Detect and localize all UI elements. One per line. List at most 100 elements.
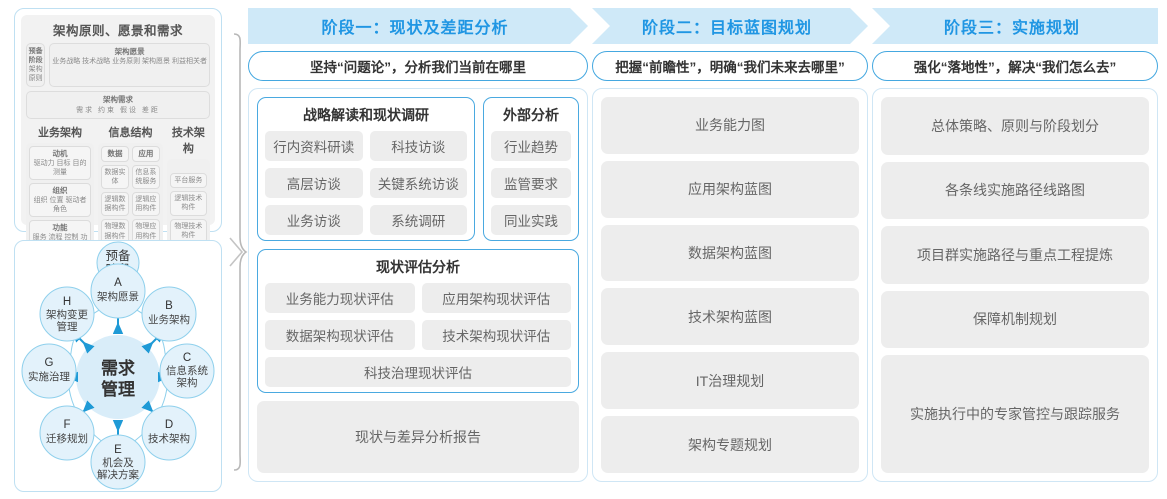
chip-item[interactable]: 技术架构现状评估 (421, 320, 571, 350)
adm-node-h (39, 286, 95, 342)
togaf-requirements-cell: 架构需求 需求 约束 假设 差距 (26, 91, 210, 120)
chip-item[interactable]: 数据架构现状评估 (265, 320, 415, 350)
phase-3-item[interactable]: 实施执行中的专家管控与跟踪服务 (881, 355, 1149, 473)
togaf-requirements-items: 需求 约束 假设 差距 (76, 106, 160, 114)
adm-cycle-svg: 预备 阶段 需求 管理 (21, 241, 215, 490)
phase-2-subtitle: 把握“前瞻性”，明确“我们未来去哪里” (592, 51, 868, 81)
togaf-group-title: 动机 (52, 149, 68, 159)
phase-3-item[interactable]: 保障机制规划 (881, 290, 1149, 349)
phase-2-item[interactable]: 架构专题规划 (601, 416, 859, 473)
togaf-data-item: 数据实体 (101, 165, 129, 190)
external-analysis-card: 外部分析 行业趋势 监管要求 同业实践 (483, 97, 579, 241)
phase-2-body: 业务能力图 应用架构蓝图 数据架构蓝图 技术架构蓝图 IT治理规划 架构专题规划 (592, 88, 868, 482)
phase-2-item[interactable]: 应用架构蓝图 (601, 160, 859, 218)
chip-item[interactable]: 科技治理现状评估 (265, 357, 571, 387)
phase-2-banner-label: 阶段二：目标蓝图规划 (641, 20, 812, 37)
adm-node-a-label: 架构愿景 (97, 290, 139, 303)
chip-item[interactable]: 科技访谈 (369, 131, 467, 161)
phase-2-banner-shape (592, 8, 868, 44)
togaf-business-group-organization: 组织 组织 位置 驱动者 角色 (29, 183, 92, 218)
togaf-preliminary-items: 架构原则 (28, 66, 43, 83)
chip-item[interactable]: 高层访谈 (265, 168, 363, 198)
phase-1: 阶段一：现状及差距分析 坚持“问题论”，分析我们当前在哪里 战略解读和现状调研 … (248, 8, 588, 482)
togaf-info-subcolumn-application: 应用 信息系统服务 逻辑应用构件 物理应用构件 (131, 146, 160, 244)
togaf-group-items: 驱动力 目标 目的 测量 (33, 160, 87, 177)
adm-node-f-key: F (63, 419, 70, 431)
chip-row: 业务能力现状评估 应用架构现状评估 (265, 283, 571, 313)
chip-row: 业务访谈 系统调研 (265, 205, 467, 235)
connector-brace (222, 32, 248, 472)
chip-item[interactable]: 行业趋势 (491, 131, 571, 161)
adm-node-e (90, 434, 146, 490)
adm-center-requirements-management (76, 335, 160, 419)
adm-node-d-key: D (165, 419, 173, 431)
togaf-item-label: 逻辑应用构件 (135, 196, 157, 213)
left-column: 架构原则、愿景和需求 预备阶段 架构原则 架构愿景 业务战略 技术战略 业务原则… (14, 8, 222, 492)
strategy-research-card: 战略解读和现状调研 行内资料研读 科技访谈 高层访谈 关键系统访谈 业务访谈 系… (257, 97, 475, 241)
phase-3-item[interactable]: 总体策略、原则与阶段划分 (881, 97, 1149, 155)
phase-3-subtitle: 强化“落地性”，解决“我们怎么去” (872, 51, 1158, 81)
chip-row: 行内资料研读 科技访谈 (265, 131, 467, 161)
togaf-data-item: 物理数据构件 (101, 219, 129, 244)
chip-item[interactable]: 系统调研 (369, 205, 467, 235)
adm-node-e-key: E (114, 444, 122, 456)
adm-node-d (141, 405, 197, 461)
phase-2-item[interactable]: 业务能力图 (601, 97, 859, 154)
gap-analysis-report-chip[interactable]: 现状与差异分析报告 (257, 401, 579, 473)
chip-item[interactable]: 行内资料研读 (265, 131, 363, 161)
adm-node-g-key: G (45, 357, 54, 369)
phase-2-item[interactable]: 技术架构蓝图 (601, 288, 859, 346)
chip-item[interactable]: 业务访谈 (265, 205, 363, 235)
chip-item[interactable]: 业务能力现状评估 (265, 283, 415, 313)
phase-2-item[interactable]: IT治理规划 (601, 352, 859, 410)
togaf-column-technology: 技术架构 平台服务 逻辑技术构件 物理技术构件 (166, 124, 210, 257)
adm-node-d-label: 技术架构 (148, 432, 190, 445)
togaf-subcolumn-title: 应用 (138, 149, 154, 159)
togaf-three-columns: 业务架构 动机 驱动力 目标 目的 测量 组织 组织 位置 驱动者 角色 (26, 124, 210, 258)
adm-node-a-key: A (114, 277, 122, 289)
phase-2: 阶段二：目标蓝图规划 把握“前瞻性”，明确“我们未来去哪里” 业务能力图 应用架… (592, 8, 868, 482)
phase-2-item[interactable]: 数据架构蓝图 (601, 224, 859, 282)
chip-item[interactable]: 应用架构现状评估 (421, 283, 571, 313)
togaf-item-label: 平台服务 (174, 177, 203, 185)
adm-node-h-key: H (63, 296, 71, 308)
phase-3-item[interactable]: 各条线实施路径线路图 (881, 161, 1149, 220)
phase-3-item[interactable]: 项目群实施路径与重点工程提炼 (881, 226, 1149, 284)
adm-cycle-panel: 预备 阶段 需求 管理 (14, 240, 222, 492)
togaf-data-item: 逻辑数据构件 (101, 192, 129, 217)
strategy-research-title: 战略解读和现状调研 (303, 107, 429, 123)
chip-row: 数据架构现状评估 技术架构现状评估 (265, 320, 571, 350)
adm-node-h-label1: 架构变更 (46, 308, 88, 321)
phase-3-banner-label: 阶段三：实施规划 (943, 20, 1080, 37)
phase-3: 阶段三：实施规划 强化“落地性”，解决“我们怎么去” 总体策略、原则与阶段划分 … (872, 8, 1158, 482)
togaf-business-header: 业务架构 (38, 127, 83, 140)
togaf-vision-cell: 架构愿景 业务战略 技术战略 业务原则 架构愿景 利益相关者 (49, 43, 210, 88)
togaf-item-label: 物理应用构件 (135, 223, 157, 240)
phase-3-banner: 阶段三：实施规划 (872, 8, 1158, 44)
togaf-requirements-title: 架构需求 (103, 95, 133, 105)
adm-node-f-label: 迁移规划 (46, 432, 88, 445)
chip-item[interactable]: 监管要求 (491, 168, 571, 198)
togaf-column-information: 信息结构 数据 数据实体 (98, 124, 163, 257)
adm-node-e-label1: 机会及 (102, 456, 134, 469)
adm-node-b (141, 286, 197, 342)
adm-node-e-label2: 解决方案 (97, 468, 139, 481)
phase-1-section-1: 战略解读和现状调研 行内资料研读 科技访谈 高层访谈 关键系统访谈 业务访谈 系… (257, 97, 579, 241)
adm-center-line2: 管理 (101, 379, 135, 399)
togaf-technology-item: 逻辑技术构件 (169, 191, 207, 216)
adm-center-line1: 需求 (101, 358, 135, 378)
external-analysis-title: 外部分析 (503, 107, 559, 123)
adm-node-c (159, 343, 215, 399)
togaf-subcolumn-title: 数据 (107, 149, 123, 159)
brace-icon (229, 33, 248, 471)
togaf-group-title: 组织 (52, 186, 68, 196)
chip-item[interactable]: 关键系统访谈 (369, 168, 467, 198)
togaf-preliminary-title: 预备阶段 (28, 48, 43, 65)
togaf-item-label: 逻辑技术构件 (174, 195, 203, 212)
togaf-group-items: 组织 位置 驱动者 角色 (33, 196, 87, 214)
togaf-application-title-cell: 应用 (131, 146, 160, 163)
adm-node-c-label1: 信息系统 (166, 364, 208, 377)
chip-item[interactable]: 同业实践 (491, 205, 571, 235)
togaf-item-label: 物理技术构件 (174, 222, 203, 239)
